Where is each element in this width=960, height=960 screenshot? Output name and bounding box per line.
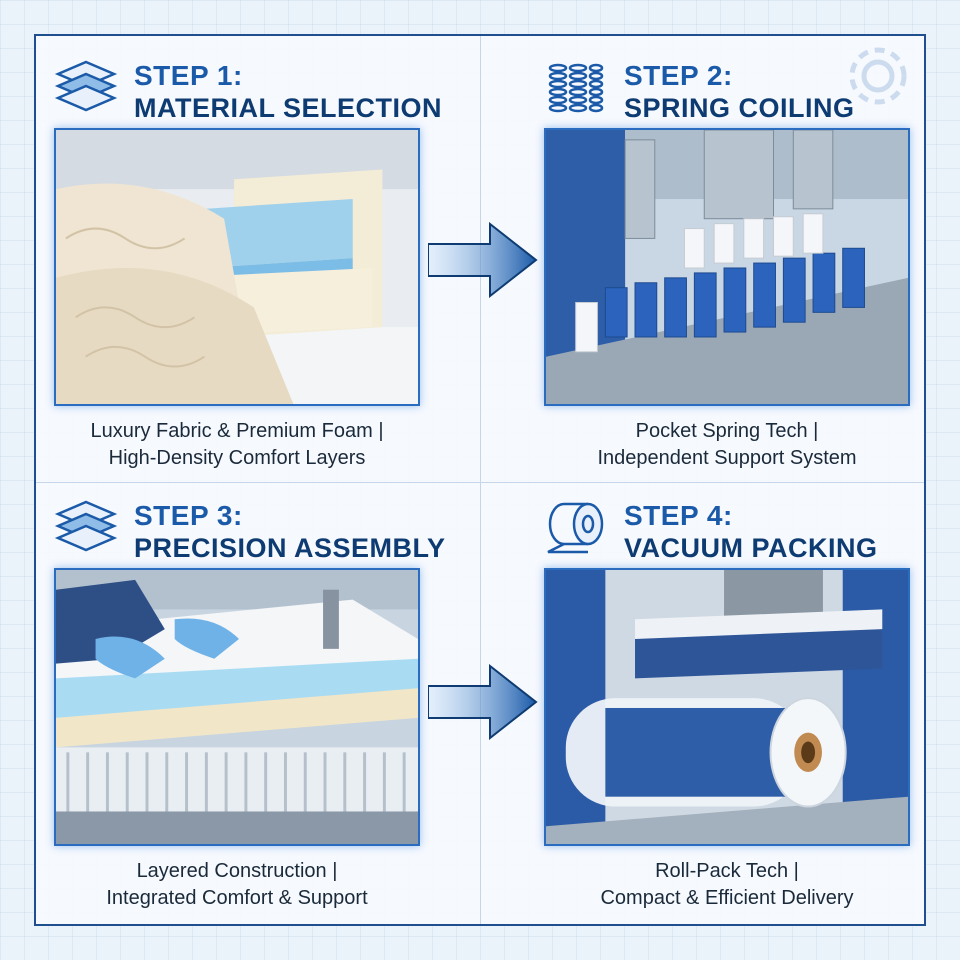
step-name: SPRING COILING bbox=[624, 93, 855, 123]
step-2-panel: STEP 2: SPRING COILING Pocket Spring Tec… bbox=[540, 50, 960, 470]
arrow-right-icon bbox=[427, 221, 538, 299]
step-1-panel: STEP 1: MATERIAL SELECTION Luxury Fabric… bbox=[50, 50, 470, 470]
step-3-caption: Layered Construction | Integrated Comfor… bbox=[54, 858, 420, 912]
step-4-photo bbox=[544, 568, 910, 846]
caption-line-1: Luxury Fabric & Premium Foam | bbox=[90, 420, 384, 442]
step-label: STEP 2: bbox=[624, 60, 733, 91]
step-label: STEP 4: bbox=[624, 500, 733, 531]
step-label: STEP 1: bbox=[134, 60, 243, 91]
step-name: VACUUM PACKING bbox=[624, 533, 878, 563]
step-3-title: STEP 3: PRECISION ASSEMBLY bbox=[134, 500, 446, 564]
caption-line-2: Integrated Comfort & Support bbox=[106, 887, 368, 909]
step-4-header: STEP 4: VACUUM PACKING bbox=[544, 494, 944, 564]
caption-line-2: Compact & Efficient Delivery bbox=[600, 887, 854, 909]
step-1-header: STEP 1: MATERIAL SELECTION bbox=[54, 54, 454, 124]
step-3-photo bbox=[54, 568, 420, 846]
layers-icon bbox=[54, 498, 118, 558]
caption-line-1: Pocket Spring Tech | bbox=[635, 420, 819, 442]
step-1-caption: Luxury Fabric & Premium Foam | High-Dens… bbox=[54, 418, 420, 472]
step-2-title: STEP 2: SPRING COILING bbox=[624, 60, 855, 124]
divider-vertical bbox=[480, 36, 481, 924]
caption-line-2: High-Density Comfort Layers bbox=[108, 447, 366, 469]
step-4-panel: STEP 4: VACUUM PACKING Roll-Pack Tech | … bbox=[540, 490, 960, 910]
step-3-header: STEP 3: PRECISION ASSEMBLY bbox=[54, 494, 454, 564]
springs-icon bbox=[544, 58, 608, 118]
step-4-title: STEP 4: VACUUM PACKING bbox=[624, 500, 878, 564]
caption-line-2: Independent Support System bbox=[597, 447, 857, 469]
step-4-caption: Roll-Pack Tech | Compact & Efficient Del… bbox=[544, 858, 910, 912]
layers-icon bbox=[54, 58, 118, 118]
caption-line-1: Layered Construction | bbox=[136, 860, 338, 882]
step-label: STEP 3: bbox=[134, 500, 243, 531]
step-3-panel: STEP 3: PRECISION ASSEMBLY Layered Const… bbox=[50, 490, 470, 910]
step-1-photo bbox=[54, 128, 420, 406]
gear-icon bbox=[838, 36, 918, 116]
step-2-caption: Pocket Spring Tech | Independent Support… bbox=[544, 418, 910, 472]
divider-horizontal bbox=[36, 482, 924, 483]
arrow-right-icon bbox=[427, 663, 538, 741]
step-name: PRECISION ASSEMBLY bbox=[134, 533, 446, 563]
step-1-title: STEP 1: MATERIAL SELECTION bbox=[134, 60, 442, 124]
step-name: MATERIAL SELECTION bbox=[134, 93, 443, 123]
roll-icon bbox=[544, 498, 608, 558]
step-2-header: STEP 2: SPRING COILING bbox=[544, 54, 944, 124]
step-2-photo bbox=[544, 128, 910, 406]
caption-line-1: Roll-Pack Tech | bbox=[655, 860, 799, 882]
